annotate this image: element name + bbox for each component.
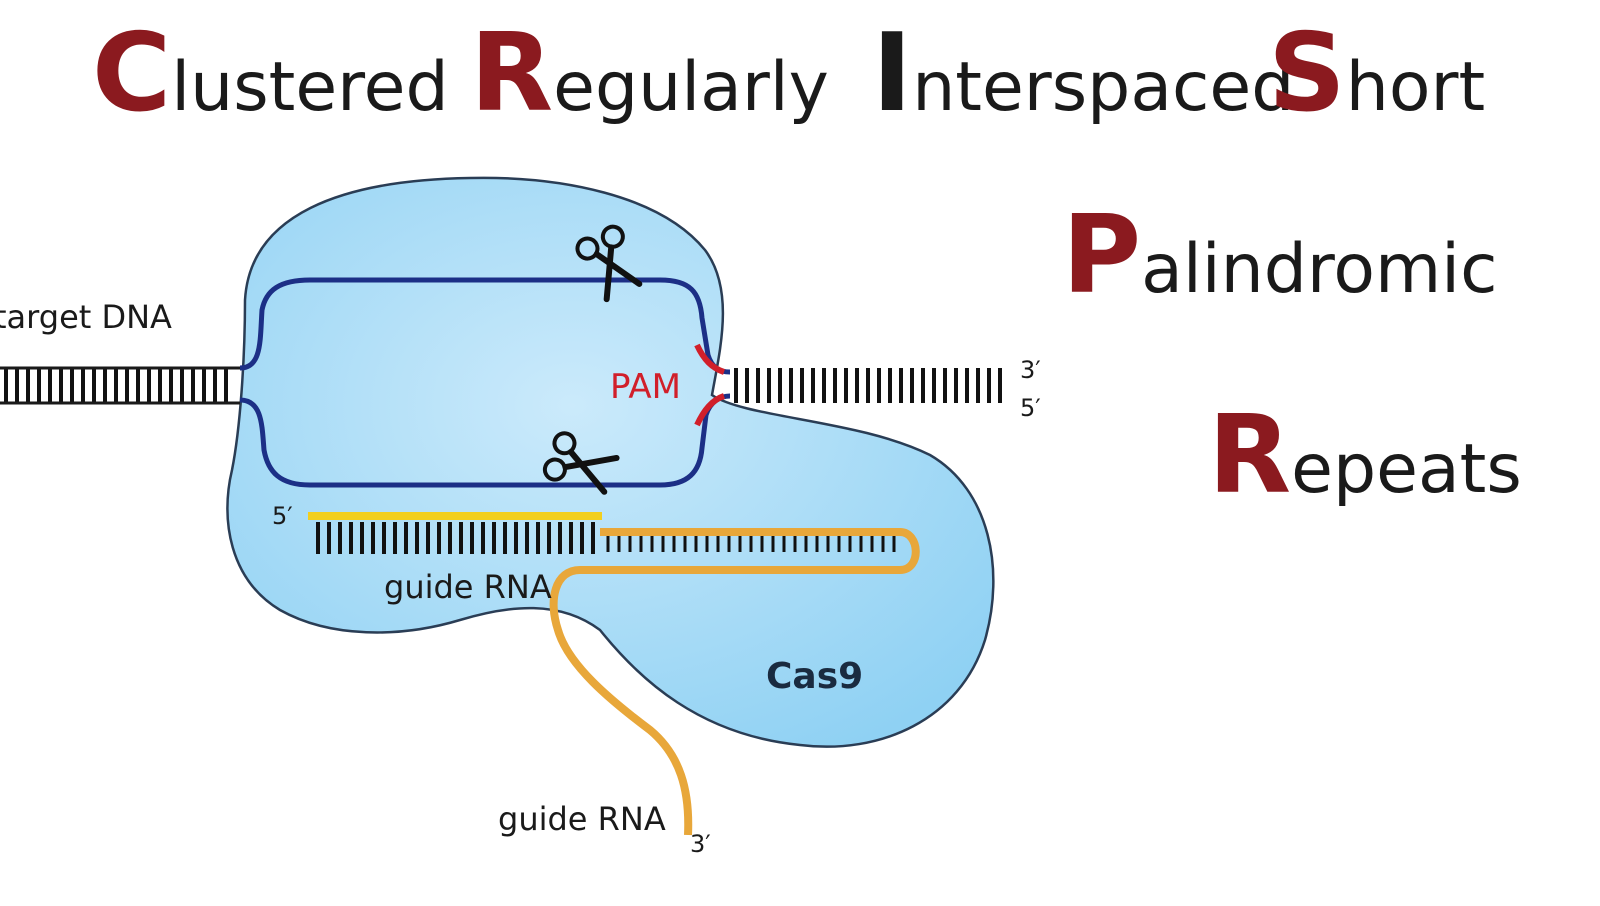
acronym-line-5: Palindromic [1062, 193, 1497, 318]
scissors-icon [575, 224, 643, 303]
guide-rna-inner-label: guide RNA [384, 568, 552, 606]
pam-label: PAM [610, 367, 681, 407]
acronym-line-3: Interspaced [872, 11, 1294, 136]
acronym-rest-alindromic: alindromic [1141, 230, 1497, 309]
cas9-label: Cas9 [766, 656, 863, 697]
acronym-initial-r: R [470, 11, 553, 136]
target-dna-label: target DNA [0, 298, 172, 336]
guide-5prime-label: 5′ [272, 502, 293, 530]
acronym-initial-s: S [1268, 11, 1346, 136]
target-dna-right-ladder [734, 368, 1002, 403]
acronym-line-2: Regularly [470, 11, 829, 136]
scissors-icon [542, 431, 620, 495]
guide-rna-scaffold [549, 528, 920, 836]
acronym-line-1: Clustered [92, 11, 449, 136]
acronym-rest-hort: hort [1346, 48, 1485, 127]
pam-bottom-mark [694, 393, 726, 427]
cas9-protein [226, 176, 995, 748]
acronym-initial-p: P [1062, 193, 1141, 318]
acronym-line-6: Repeats [1208, 393, 1522, 518]
dna-3prime-label: 3′ [1020, 356, 1041, 384]
dna-5prime-label: 5′ [1020, 394, 1041, 422]
acronym-initial-i: I [872, 11, 912, 136]
acronym-rest-lustered: lustered [171, 48, 448, 127]
acronym-line-4: Short [1268, 11, 1485, 136]
acronym-rest-nterspaced: nterspaced [912, 48, 1294, 127]
acronym-rest-egularly: egularly [553, 48, 829, 127]
guide-rna-tail-label: guide RNA [498, 800, 666, 838]
acronym-initial-r2: R [1208, 393, 1291, 518]
acronym-rest-epeats: epeats [1291, 430, 1522, 509]
target-dna-left-ladder [4, 368, 228, 403]
guide-rna-ladder [316, 522, 896, 554]
pam-top-mark [694, 343, 726, 375]
acronym-title: Clustered Regularly Interspaced Short Pa… [92, 11, 1522, 518]
guide-3prime-label: 3′ [690, 830, 711, 858]
acronym-initial-c: C [92, 11, 171, 136]
